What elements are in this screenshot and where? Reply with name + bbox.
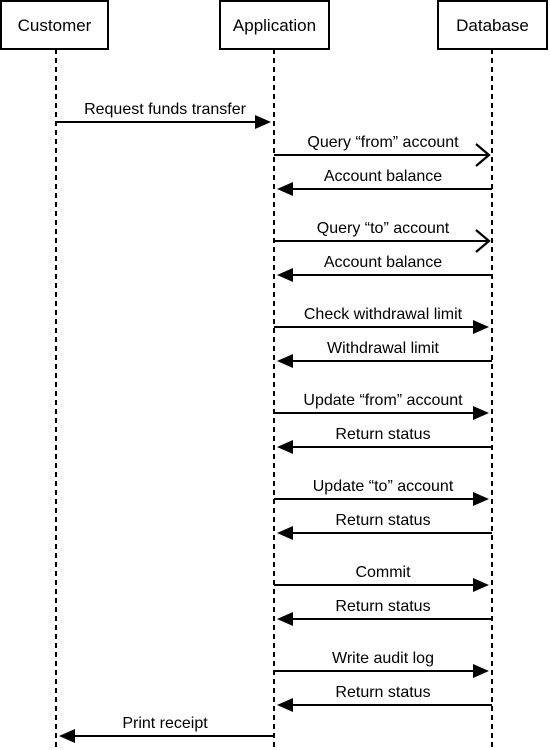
message-label: Update “from” account [303,392,463,409]
arrowhead-icon [277,440,293,454]
message-8: Update “from” account [274,392,489,420]
application-actor-label: Application [233,16,316,35]
message-label: Request funds transfer [84,101,247,118]
arrowhead-icon [475,143,491,167]
arrowhead-icon [277,182,293,196]
message-label: Print receipt [122,715,208,732]
actors: Customer Application Database [0,0,548,50]
arrowhead-icon [59,729,75,743]
message-label: Return status [335,426,430,443]
message-label: Commit [355,564,411,581]
customer-actor-label: Customer [18,16,92,35]
message-label: Return status [335,684,430,701]
message-9: Return status [277,426,492,454]
message-label: Account balance [324,254,442,271]
arrowhead-icon [473,664,489,678]
message-label: Return status [335,512,430,529]
database-actor-box: Database [437,0,548,50]
message-label: Return status [335,598,430,615]
message-label: Account balance [324,168,442,185]
arrowhead-icon [277,612,293,626]
arrowhead-icon [473,320,489,334]
message-10: Update “to” account [274,478,489,506]
arrowhead-icon [277,698,293,712]
message-15: Return status [277,684,492,712]
message-14: Write audit log [274,650,489,678]
arrowhead-icon [277,354,293,368]
customer-actor-box: Customer [0,0,109,50]
message-7: Withdrawal limit [277,340,492,368]
arrowhead-icon [277,268,293,282]
message-11: Return status [277,512,492,540]
message-12: Commit [274,564,489,592]
message-label: Check withdrawal limit [304,306,463,323]
arrowhead-icon [255,115,271,129]
message-label: Query “to” account [317,220,450,237]
message-label: Write audit log [332,650,434,667]
database-actor-label: Database [456,16,529,35]
arrowhead-icon [473,578,489,592]
message-5: Account balance [277,254,492,282]
message-16: Print receipt [59,715,274,743]
message-4: Query “to” account [274,220,491,253]
arrowhead-icon [473,406,489,420]
arrowhead-icon [277,526,293,540]
message-label: Query “from” account [307,134,459,151]
message-label: Update “to” account [313,478,454,495]
message-label: Withdrawal limit [327,340,440,357]
message-2: Query “from” account [274,134,491,167]
application-actor-box: Application [219,0,330,50]
message-6: Check withdrawal limit [274,306,489,334]
message-1: Request funds transfer [56,101,271,129]
message-3: Account balance [277,168,492,196]
arrowhead-icon [473,492,489,506]
arrowhead-icon [475,229,491,253]
message-13: Return status [277,598,492,626]
